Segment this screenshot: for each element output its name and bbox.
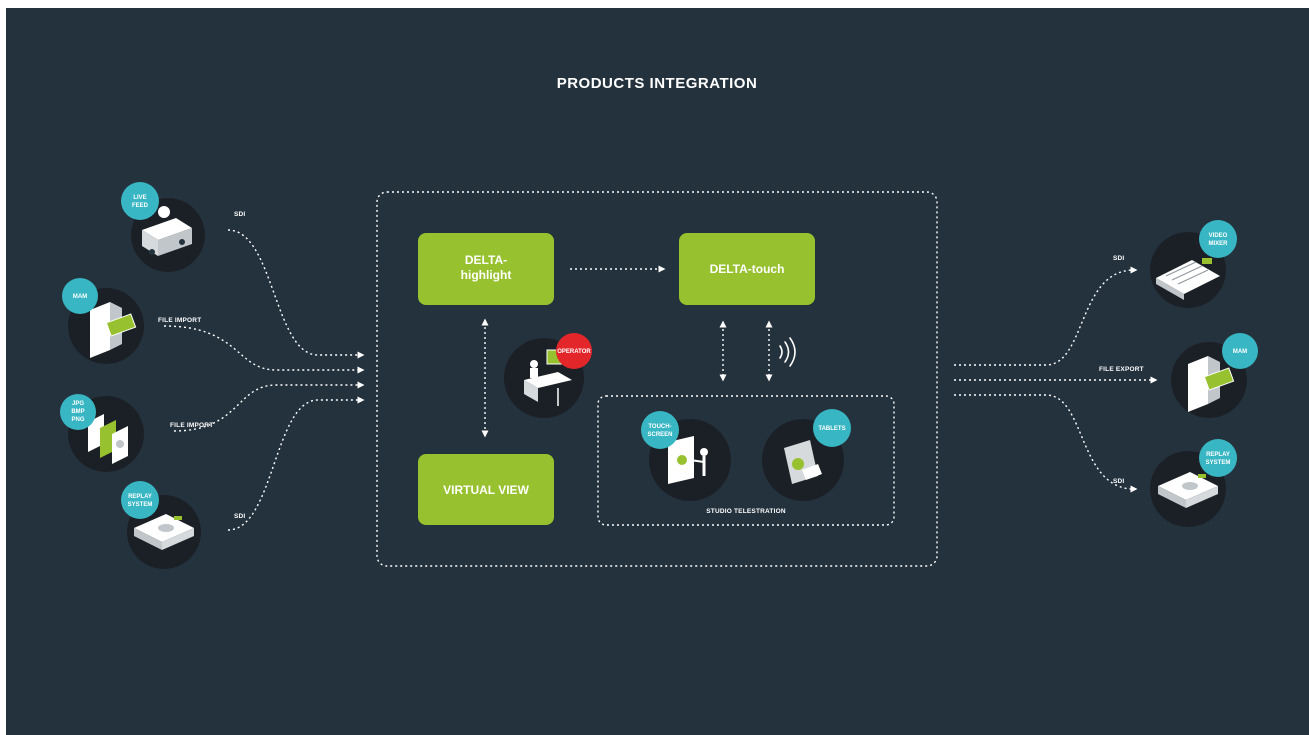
delta-suite-frame: [376, 191, 938, 567]
input-label-sdi-top: SDI: [234, 211, 245, 218]
delta-highlight-label-2: highlight: [461, 268, 512, 282]
output-label-sdi-top: SDI: [1113, 255, 1124, 262]
live-feed-node: LIVE FEED: [121, 182, 205, 272]
image-files-icon: [88, 414, 128, 464]
file-import-mam-connector: [163, 325, 365, 374]
tablet-icon: [784, 440, 822, 484]
mam-input-node: MAM: [62, 278, 144, 364]
operator-node: OPERATOR: [504, 333, 592, 418]
mam-output-node: MAM: [1171, 333, 1258, 418]
tablets-badge-label: TABLETS: [818, 426, 845, 432]
replay-output-badge-line1: REPLAY: [1206, 452, 1230, 458]
images-badge-line1: JPG: [72, 401, 84, 407]
touchscreen-icon: [668, 436, 708, 484]
mam-storage-icon: [90, 302, 137, 358]
video-mixer-icon: [1156, 258, 1220, 300]
replay-input-node: REPLAY SYSTEM: [121, 481, 201, 569]
delta-highlight-label-1: DELTA-: [465, 253, 507, 267]
replay-controller-icon: [134, 514, 194, 550]
images-badge-line2: BMP: [71, 409, 84, 415]
replay-controller-icon: [1158, 472, 1218, 508]
output-label-sdi-bottom: SDI: [1113, 478, 1124, 485]
delta-touch-label: DELTA-touch: [710, 262, 785, 276]
diagram-title: PRODUCTS INTEGRATION: [557, 75, 758, 92]
replay-input-badge-line1: REPLAY: [128, 494, 152, 500]
wireless-signal-icon: [779, 337, 796, 367]
studio-telestration-caption: STUDIO TELESTRATION: [706, 508, 786, 515]
diagram-canvas: PRODUCTS INTEGRATION DELTA- highlight DE…: [6, 8, 1309, 735]
output-label-file-export: FILE EXPORT: [1099, 366, 1144, 373]
virtual-view-label: VIRTUAL VIEW: [443, 483, 529, 497]
integration-diagram: PRODUCTS INTEGRATION DELTA- highlight DE…: [60, 75, 1258, 569]
touchscreen-badge-line2: SCREEN: [647, 432, 672, 438]
touchscreen-badge-line1: TOUCH-: [648, 424, 671, 430]
replay-output-node: REPLAY SYSTEM: [1150, 439, 1237, 527]
virtual-view-box: VIRTUAL VIEW: [418, 454, 554, 525]
mam-input-badge-label: MAM: [73, 294, 87, 300]
operator-badge-label: OPERATOR: [557, 349, 591, 355]
mam-storage-icon: [1188, 356, 1235, 412]
images-badge-line3: PNG: [71, 417, 84, 423]
mam-output-badge-label: MAM: [1233, 349, 1247, 355]
ob-van-icon: [142, 206, 192, 256]
delta-touch-box: DELTA-touch: [679, 233, 815, 305]
sdi-live-feed-connector: [227, 229, 365, 359]
live-feed-badge-line2: FEED: [132, 203, 149, 209]
replay-input-badge-line2: SYSTEM: [128, 502, 153, 508]
input-label-sdi-bottom: SDI: [234, 513, 245, 520]
live-feed-badge-line1: LIVE: [133, 195, 146, 201]
video-mixer-badge-line1: VIDEO: [1209, 233, 1228, 239]
video-mixer-node: VIDEO MIXER: [1150, 220, 1237, 308]
input-label-file-import-1: FILE IMPORT: [158, 317, 201, 324]
touchscreen-node: TOUCH- SCREEN: [641, 411, 731, 501]
studio-telestration-frame: [597, 395, 895, 526]
image-files-node: JPG BMP PNG: [60, 394, 144, 472]
sdi-replay-output-connector: [954, 394, 1138, 493]
sdi-replay-connector: [227, 396, 365, 531]
tablets-node: TABLETS: [762, 409, 851, 501]
input-label-file-import-2: FILE IMPORT: [170, 422, 213, 429]
file-import-images-connector: [173, 381, 365, 432]
delta-highlight-box: DELTA- highlight: [418, 233, 554, 305]
sdi-video-mixer-connector: [954, 266, 1138, 366]
replay-output-badge-line2: SYSTEM: [1206, 460, 1231, 466]
video-mixer-badge-line2: MIXER: [1208, 241, 1228, 247]
